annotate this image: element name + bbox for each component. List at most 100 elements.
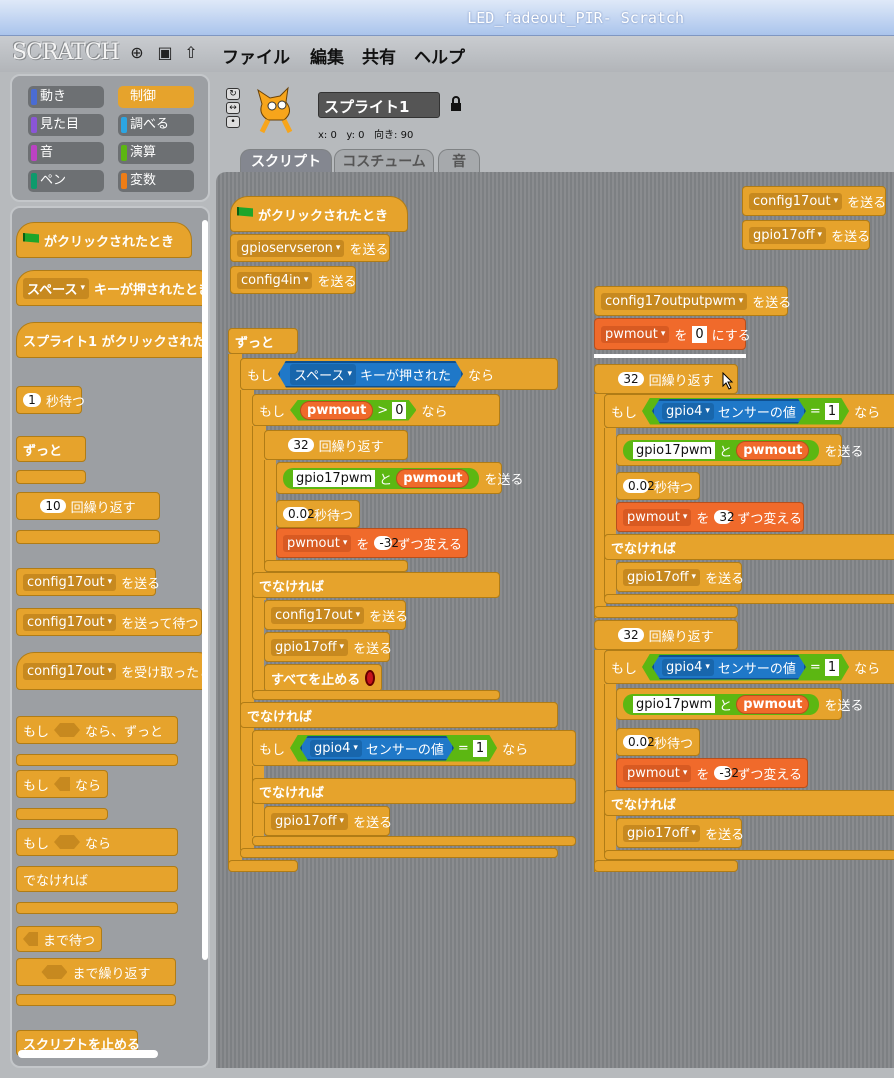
scripts-area[interactable]: がクリックされたとき gpioservseronを送る config4inを送る… [216,172,894,1068]
broadcast-block[interactable]: gpio17offを送る [264,806,392,836]
sensor-value-reporter[interactable]: gpio4センサーの値 [652,655,806,680]
palette-broadcast-and-wait[interactable]: config17outを送って待つ [16,608,202,636]
broadcast-dropdown[interactable]: config4in [237,271,313,289]
equals-operator[interactable]: gpio4センサーの値=1 [642,398,849,425]
boolean-slot[interactable] [54,835,81,849]
compare-value-input[interactable]: 1 [825,659,839,676]
palette-broadcast[interactable]: config17outを送る [16,568,160,596]
if-else-block[interactable]: もしgpio4センサーの値=1なら [604,394,894,428]
sensor-dropdown[interactable]: gpio4 [310,740,362,757]
palette-forever[interactable]: ずっと [16,436,86,462]
lock-icon[interactable] [450,96,462,112]
change-amount-input[interactable]: 32 [714,510,735,524]
join-text-input[interactable]: gpio17pwm [633,695,716,713]
tab-scripts[interactable]: スクリプト [240,149,332,175]
broadcast-dropdown[interactable]: config17out [271,606,365,624]
variable-dropdown[interactable]: pwmout [623,508,692,526]
set-value-input[interactable]: 0 [692,325,707,343]
broadcast-dropdown[interactable]: gpio17off [623,568,701,586]
pwmout-variable[interactable]: pwmout [396,468,470,488]
pwmout-variable[interactable]: pwmout [736,694,810,714]
stop-all-block[interactable]: すべてを止める [264,664,382,692]
broadcast-wait-dropdown[interactable]: config17out [23,613,117,631]
broadcast-block[interactable]: config4inを送る [230,266,356,294]
repeat-count-input[interactable]: 32 [618,628,644,642]
change-amount-input[interactable]: -32 [374,536,399,550]
variable-dropdown[interactable]: pwmout [601,325,670,343]
share-icon[interactable]: ⇧ [184,43,198,62]
compare-value-input[interactable]: 0 [392,402,406,419]
pwmout-variable[interactable]: pwmout [736,440,810,460]
category-looks[interactable]: 見た目 [28,114,104,136]
if-else-block[interactable]: もしgpio4センサーの値=1なら [252,730,576,766]
key-pressed-sensor[interactable]: スペースキーが押された [278,361,463,388]
join-text-input[interactable]: gpio17pwm [633,441,716,459]
compare-value-input[interactable]: 1 [473,740,487,757]
palette-wait-until[interactable]: まで待つ [16,926,102,952]
menu-edit[interactable]: 編集 [310,48,344,68]
palette-if[interactable]: もしなら [16,770,108,798]
palette-if-else[interactable]: もしなら [16,828,178,856]
sensor-value-reporter[interactable]: gpio4センサーの値 [300,736,454,761]
wait-seconds-input[interactable]: 0.02 [623,735,655,749]
palette-scrollbar-vertical[interactable] [202,220,208,960]
repeat-count-input[interactable]: 32 [288,438,314,452]
set-variable-block[interactable]: pwmoutを0にする [594,318,751,350]
category-operators[interactable]: 演算 [118,142,194,164]
no-rotate-button[interactable]: • [226,116,240,128]
broadcast-dropdown[interactable]: gpioservseron [237,239,345,257]
sensor-dropdown[interactable]: gpio4 [662,403,714,420]
if-else-block[interactable]: もしgpio4センサーの値=1なら [604,650,894,684]
repeat-count-input[interactable]: 10 [40,499,66,513]
palette-repeat-until[interactable]: まで繰り返す [16,958,176,986]
broadcast-block[interactable]: gpioservseronを送る [230,234,390,262]
broadcast-block[interactable]: gpio17offを送る [264,632,392,662]
receive-dropdown[interactable]: config17out [23,662,117,680]
category-variables[interactable]: 変数 [118,170,194,192]
key-dropdown[interactable]: スペース [290,364,356,385]
variable-dropdown[interactable]: pwmout [283,534,352,552]
broadcast-dropdown[interactable]: gpio17off [271,638,349,656]
sprite-name-field[interactable]: スプライト1 [318,92,440,118]
sensor-value-reporter[interactable]: gpio4センサーの値 [652,399,806,424]
boolean-slot[interactable] [41,965,68,979]
category-sound[interactable]: 音 [28,142,104,164]
pwmout-variable[interactable]: pwmout [300,401,373,420]
menu-share[interactable]: 共有 [362,48,396,68]
broadcast-block[interactable]: gpio17offを送る [616,818,744,848]
palette-when-key-pressed[interactable]: スペースキーが押されたとき [16,270,208,306]
repeat-count-input[interactable]: 32 [618,372,644,386]
globe-icon[interactable]: ⊕ [130,43,144,62]
broadcast-block[interactable]: gpio17offを送る [616,562,744,592]
broadcast-block[interactable]: config17outputpwmを送る [594,286,791,316]
broadcast-dropdown[interactable]: config17out [749,192,843,210]
palette-scrollbar-horizontal[interactable] [18,1050,158,1058]
equals-operator[interactable]: gpio4センサーの値=1 [642,654,849,681]
wait-seconds-input[interactable]: 1 [23,393,41,407]
flip-style-button[interactable]: ↔ [226,102,240,114]
if-else-block[interactable]: もしスペースキーが押されたなら [240,358,558,390]
equals-operator[interactable]: gpio4センサーの値=1 [290,735,497,762]
forever-block[interactable]: ずっと [228,328,298,354]
broadcast-dropdown[interactable]: gpio17off [749,226,827,244]
broadcast-block[interactable]: config17outを送る [264,600,408,630]
broadcast-block[interactable]: config17outを送る [742,186,886,216]
boolean-slot[interactable] [54,723,81,737]
join-text-input[interactable]: gpio17pwm [293,469,376,487]
category-control[interactable]: 制御 [118,86,194,108]
boolean-slot[interactable] [54,777,70,791]
